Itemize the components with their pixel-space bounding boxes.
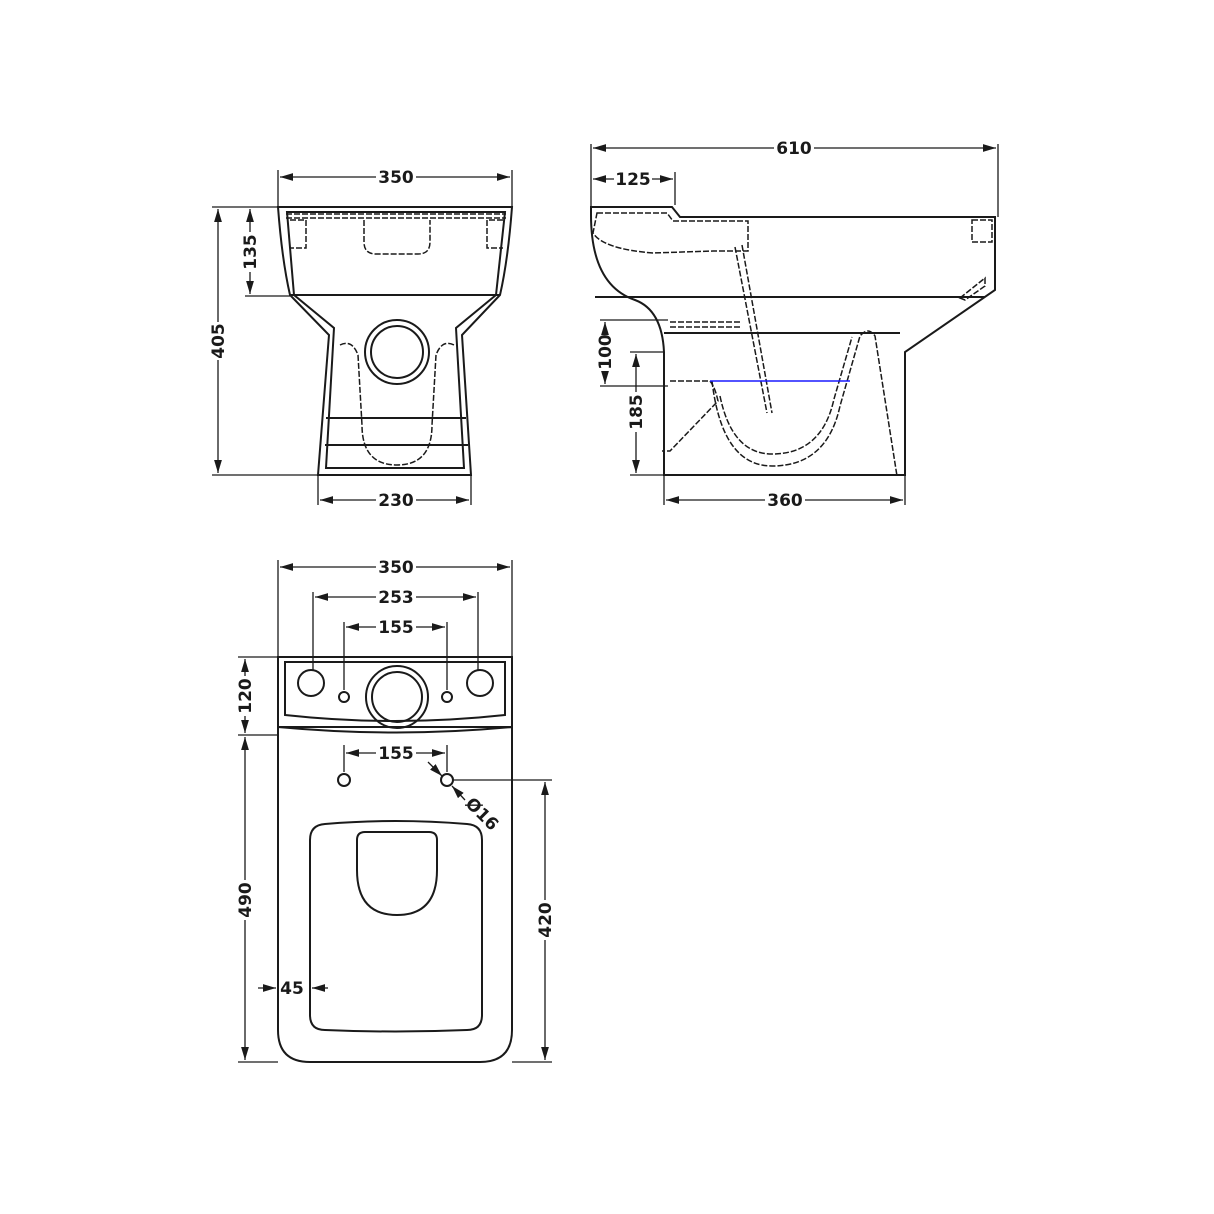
dim-hole-to-front: 420 [536, 902, 556, 938]
plan-dimensions: 350 253 155 120 490 155 Ø16 420 45 [236, 558, 556, 1063]
dim-inner-holes: 155 [378, 618, 414, 638]
dim-rim-offset: 45 [280, 979, 304, 999]
dim-front-height: 405 [209, 323, 229, 359]
dim-pan-length: 490 [236, 882, 256, 918]
dim-rear-offset: 125 [615, 170, 651, 190]
side-dimensions: 610 125 100 185 360 [590, 139, 999, 511]
front-view [276, 206, 514, 476]
plan-view [277, 656, 513, 1063]
dim-length: 610 [776, 139, 812, 159]
dim-hole-diameter: Ø16 [461, 794, 502, 835]
dim-outer-holes: 253 [378, 588, 414, 608]
side-view [590, 206, 996, 477]
dim-bowl-depth: 135 [241, 234, 261, 270]
front-dimensions: 350 405 135 230 [209, 168, 513, 511]
dim-outlet-height: 185 [627, 394, 647, 430]
dim-front-width: 350 [378, 168, 414, 188]
dim-base-length: 360 [767, 491, 803, 511]
dim-cistern-depth: 120 [236, 678, 256, 714]
dim-base-width: 230 [378, 491, 414, 511]
dim-outlet-range: 100 [596, 334, 616, 370]
dim-plan-width: 350 [378, 558, 414, 578]
dim-pan-hole-spacing: 155 [378, 744, 414, 764]
